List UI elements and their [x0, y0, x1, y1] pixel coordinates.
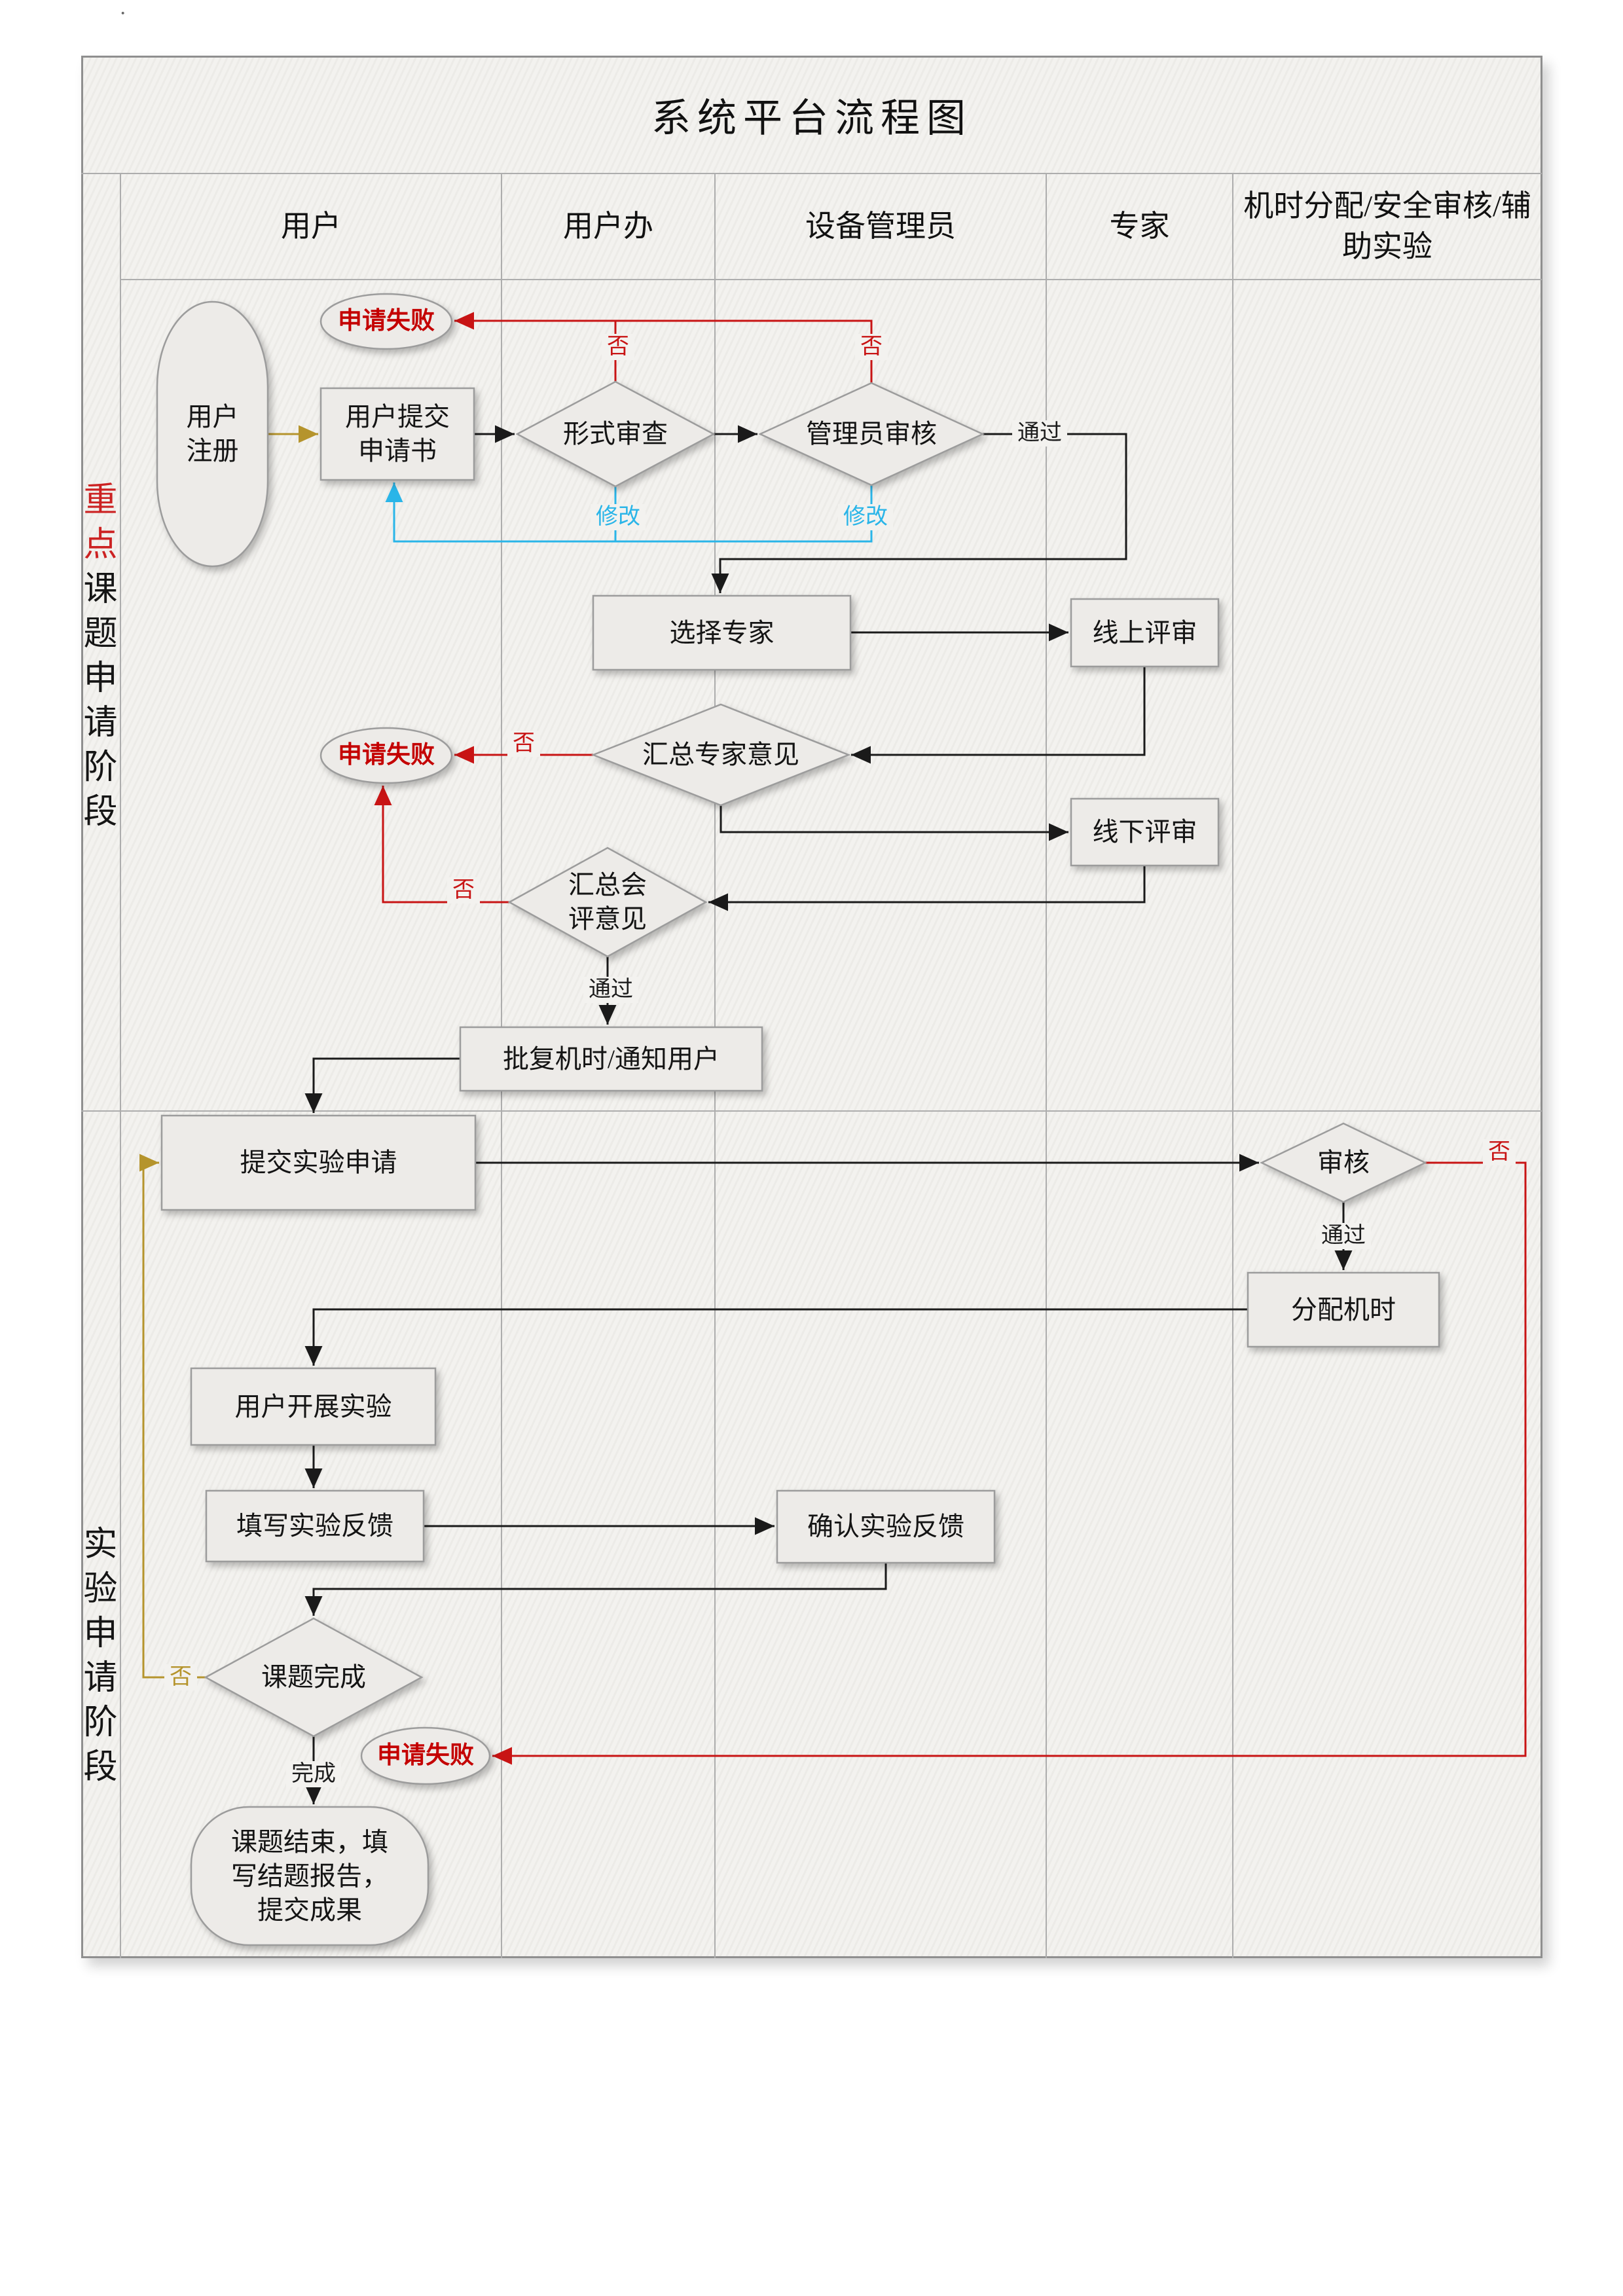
node-review-shape	[1260, 1122, 1427, 1203]
edge-confirm-to-topic-complete	[304, 1563, 887, 1616]
edge-label-done-topic-complete: 完成	[286, 1761, 341, 1787]
node-register-label: 用户注册	[186, 402, 239, 465]
edge-label-pass-admin: 通过	[1012, 420, 1067, 446]
node-confirm-feedback-label: 确认实验反馈	[807, 1512, 964, 1541]
node-fail-top-label: 申请失败	[338, 308, 435, 335]
edge-review-no-to-fail-bottom	[492, 1161, 1527, 1765]
edge-summarize-expert-to-offline	[720, 805, 1068, 841]
edge-label-no-summarize-expert: 否	[507, 731, 540, 757]
node-fail-mid-label: 申请失败	[338, 742, 435, 769]
node-fill-feedback-label: 填写实验反馈	[236, 1511, 393, 1540]
page-title: 系统平台流程图	[651, 96, 972, 140]
edge-label-no-topic-complete: 否	[164, 1664, 197, 1690]
edge-admin-no-to-fail-top	[454, 312, 873, 383]
node-topic-complete-label: 课题完成	[261, 1662, 366, 1692]
node-summarize-meeting-label: 汇总会评意见	[568, 870, 647, 934]
node-fill-feedback-shape	[205, 1489, 425, 1563]
flow-nodes	[156, 293, 1440, 1946]
node-allocate-time-shape	[1247, 1271, 1440, 1348]
node-review-label: 审核	[1317, 1148, 1370, 1177]
node-select-expert-shape	[592, 594, 852, 671]
node-finish-label: 课题结束，填写结题报告，提交成果	[231, 1827, 388, 1925]
edge-approve-to-submit-experiment	[304, 1057, 460, 1113]
node-format-review-shape	[515, 380, 716, 488]
edge-offline-to-summarize-meeting	[708, 866, 1146, 911]
edge-online-to-summarize-expert	[851, 666, 1146, 764]
edge-summarize-meeting-no-to-fail-mid	[374, 786, 509, 903]
node-offline-review-label: 线下评审	[1092, 817, 1197, 847]
edge-label-no-summarize-meeting: 否	[447, 877, 480, 903]
node-submit-application-label: 用户提交申请书	[345, 402, 450, 465]
phase-label-experiment-application: 实验申请阶段	[78, 1525, 121, 1793]
edge-label-modify-admin: 修改	[838, 504, 893, 530]
edge-label-no-admin: 否	[855, 334, 888, 360]
node-submit-experiment-label: 提交实验申请	[240, 1148, 397, 1177]
node-fail-mid-shape	[319, 727, 453, 784]
edge-label-no-review: 否	[1483, 1139, 1516, 1165]
node-finish-shape	[190, 1806, 429, 1946]
node-submit-experiment-shape	[160, 1114, 477, 1211]
node-topic-complete-shape	[204, 1617, 424, 1738]
node-approve-time-label: 批复机时/通知用户	[502, 1044, 720, 1074]
edge-admin-pass-to-select-expert	[711, 433, 1127, 593]
node-admin-review-label: 管理员审核	[806, 419, 937, 448]
node-conduct-experiment-label: 用户开展实验	[234, 1391, 392, 1421]
edge-label-pass-summarize-meeting: 通过	[583, 977, 638, 1003]
node-select-expert-label: 选择专家	[669, 617, 775, 647]
edge-label-no-format: 否	[602, 334, 634, 360]
edge-label-modify-format: 修改	[591, 504, 646, 530]
node-submit-application-shape	[319, 387, 475, 481]
node-confirm-feedback-shape	[776, 1489, 996, 1564]
lane-header-equipment-admin: 设备管理员	[805, 209, 956, 243]
phase-label-rest: 课题申请阶段	[78, 570, 115, 837]
phase-label-key-topic-application: 重点课题申请阶段	[78, 481, 121, 837]
lane-header-user-office: 用户办	[563, 209, 653, 243]
phase-label-highlight: 重点	[78, 481, 115, 570]
node-conduct-experiment-shape	[190, 1367, 437, 1446]
node-offline-review-shape	[1070, 797, 1220, 867]
edge-label-pass-review: 通过	[1316, 1223, 1371, 1249]
phase-label-text: 实验申请阶段	[78, 1525, 115, 1793]
stray-dot-mark: ·	[119, 1, 127, 26]
node-format-review-label: 形式审查	[563, 419, 668, 448]
node-summarize-expert-label: 汇总专家意见	[642, 740, 799, 769]
node-admin-review-shape	[758, 382, 985, 486]
node-online-review-label: 线上评审	[1092, 617, 1197, 647]
node-fail-bottom-shape	[360, 1726, 491, 1785]
node-approve-time-shape	[459, 1026, 763, 1092]
node-register-shape	[156, 301, 269, 568]
flow-edges	[139, 312, 1527, 1804]
node-summarize-expert-shape	[591, 703, 851, 807]
node-allocate-time-label: 分配机时	[1291, 1294, 1396, 1324]
node-fail-bottom-label: 申请失败	[377, 1741, 474, 1769]
node-summarize-meeting-shape	[507, 847, 708, 958]
edge-allocate-to-conduct	[304, 1308, 1248, 1366]
lane-header-machine-time: 机时分配/安全审核/辅助实验	[1243, 189, 1531, 263]
lane-header-user: 用户	[281, 209, 341, 243]
node-online-review-shape	[1070, 598, 1220, 668]
node-fail-top-shape	[319, 293, 453, 350]
lane-header-expert: 专家	[1109, 209, 1170, 243]
